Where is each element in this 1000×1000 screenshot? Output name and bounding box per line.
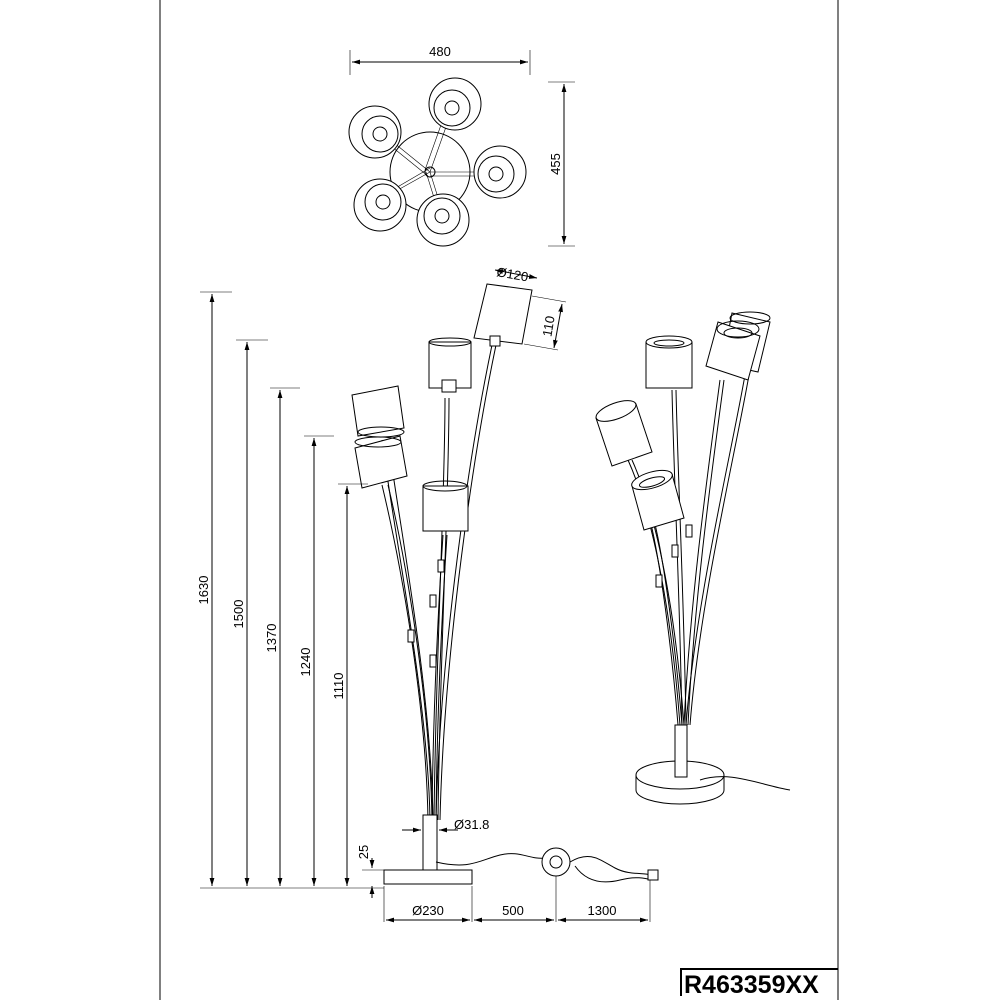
persp-shade-right	[705, 320, 761, 381]
top-shade-4	[353, 178, 407, 232]
stem-diameter-label: Ø31.8	[454, 817, 489, 832]
persp-shade-center-top	[645, 335, 693, 389]
height-label-2: 1500	[231, 600, 246, 629]
front-shade-top	[473, 283, 533, 347]
perspective-view	[595, 311, 791, 805]
persp-shade-lower	[631, 469, 685, 531]
persp-shade-left	[595, 400, 653, 467]
top-shade-1	[428, 77, 482, 131]
top-view: 480 455	[348, 44, 575, 247]
top-shade-3	[473, 145, 527, 199]
front-view: 1630 1500 1370 1240 1110 Ø120 110 Ø31.8 …	[196, 264, 659, 923]
front-shade-left-high	[351, 385, 405, 438]
top-shade-5	[416, 193, 470, 247]
height-label-4: 1240	[298, 648, 313, 677]
top-width-label: 480	[429, 44, 451, 59]
base-diameter-label: Ø230	[412, 903, 444, 918]
base-thickness-label: 25	[356, 845, 371, 859]
top-depth-label: 455	[548, 153, 563, 175]
top-shade-2	[348, 105, 402, 159]
cable-length-2-label: 1300	[588, 903, 617, 918]
height-label-1: 1630	[196, 576, 211, 605]
shade-diameter-label: Ø120	[495, 264, 529, 284]
front-shade-left-low	[354, 435, 408, 489]
height-label-5: 1110	[331, 673, 346, 700]
page-frame	[159, 0, 839, 1000]
cable-length-1-label: 500	[502, 903, 524, 918]
shade-height-label: 110	[539, 315, 557, 338]
front-shade-mid-high	[428, 337, 472, 393]
model-number: R463359XX	[680, 968, 838, 999]
front-shade-center	[422, 480, 469, 532]
height-label-3: 1370	[264, 624, 279, 653]
